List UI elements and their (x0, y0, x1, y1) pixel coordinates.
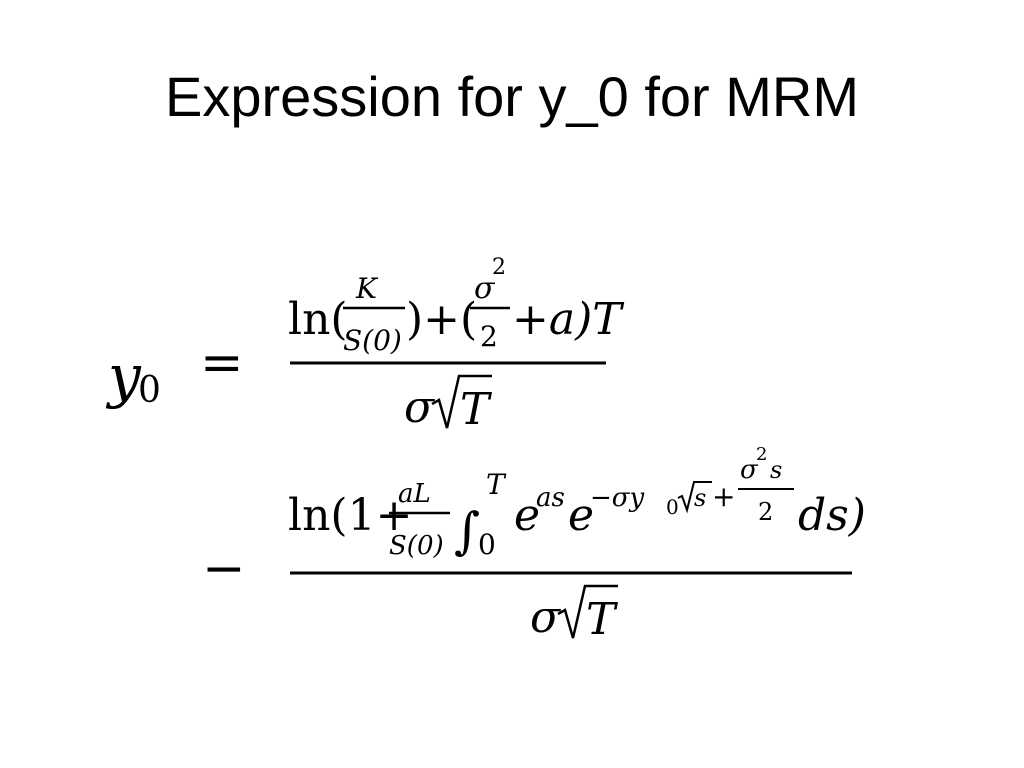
term1-numerator: ln( K S(0) )+( σ 2 2 +a)T (288, 255, 625, 357)
term1-sigma: σ (474, 271, 496, 306)
term2-exp-frac-s: s (770, 456, 782, 484)
term1-den-T: T (460, 384, 493, 435)
term2-exp-frac-denominator: 2 (758, 498, 773, 526)
term2-frac-denominator: S(0) (389, 531, 444, 561)
term1-sqrt-icon (431, 374, 492, 429)
term2-e2-exponent: −σy (590, 483, 645, 513)
term2-e2: e (568, 490, 594, 541)
term2-exp-frac-sigma: σ (740, 455, 759, 485)
term1-denominator: σ T (404, 374, 493, 435)
lhs: y 0 (105, 342, 161, 411)
term2-e2-subscript: 0 (666, 495, 679, 519)
term1-mid: )+( (406, 294, 477, 345)
term1-tail: +a)T (512, 294, 625, 345)
term2-exp-s: s (694, 484, 706, 512)
term2-numerator: ln(1+ aL S(0) ∫ T 0 e as e −σy 0 s + σ 2… (288, 444, 866, 561)
term2-exp-sqrt-icon (677, 481, 712, 514)
term1-half-denominator: 2 (480, 320, 498, 353)
term2-integral-lower: 0 (478, 528, 496, 561)
term1-ln-open: ln( (288, 294, 348, 345)
term2-den-T: T (586, 594, 619, 645)
term2-sqrt-icon (557, 584, 618, 639)
term2-denominator: σ T (530, 584, 619, 645)
term2-frac-numerator: aL (398, 479, 431, 509)
term1-den-sigma: σ (404, 382, 436, 433)
term2-den-sigma: σ (530, 592, 562, 643)
term2-tail: ds) (798, 490, 866, 541)
slide-title: Expression for y_0 for MRM (165, 65, 859, 128)
lhs-subscript: 0 (138, 370, 161, 411)
minus-sign: − (202, 539, 246, 599)
term1-frac-numerator: K (355, 272, 379, 305)
equals-sign: = (200, 333, 244, 393)
term2-e1-exponent: as (536, 483, 565, 513)
term2-ln-open: ln(1+ (288, 490, 412, 541)
term2-integral-upper: T (486, 468, 507, 501)
term2-exp-frac-sigma-exponent: 2 (756, 444, 767, 465)
term2-exp-plus: + (712, 480, 735, 513)
term1-sigma-exponent: 2 (492, 255, 506, 280)
lhs-variable: y (105, 342, 142, 410)
term2-integral-icon: ∫ (454, 502, 480, 560)
term2-e1: e (514, 490, 540, 541)
term1-frac-denominator: S(0) (343, 324, 402, 357)
